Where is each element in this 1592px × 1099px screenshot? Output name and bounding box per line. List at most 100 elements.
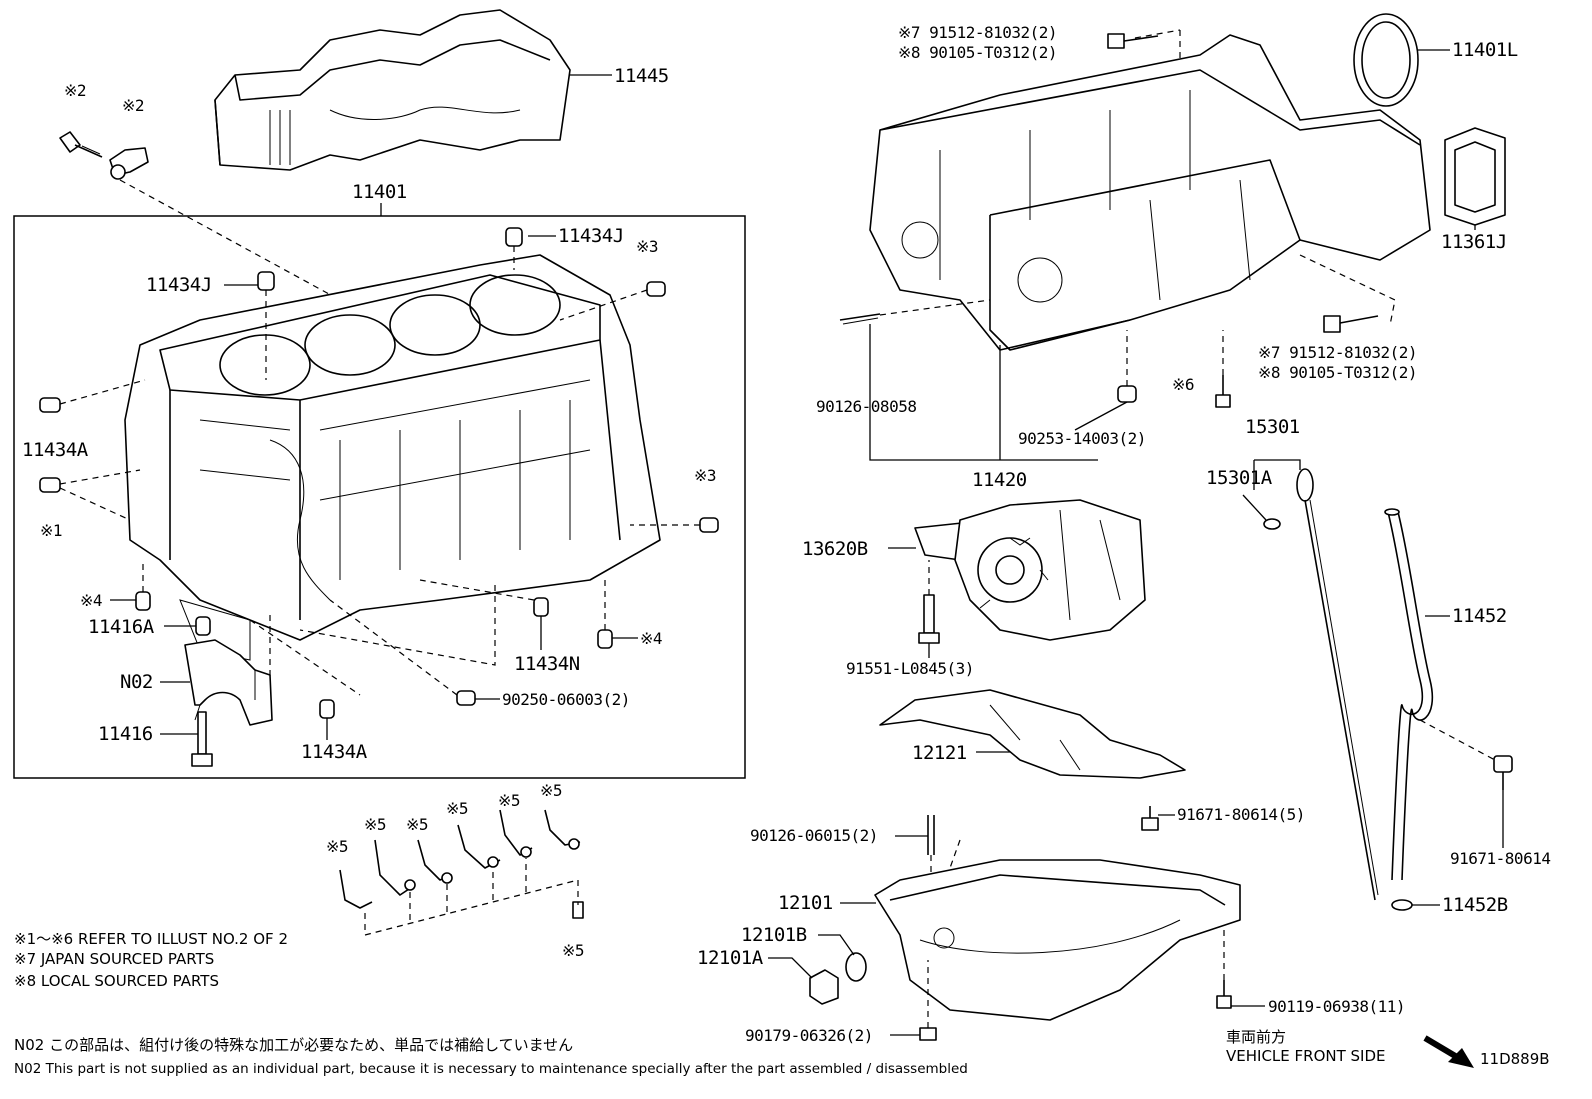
knock-pin-ref3-right — [699, 517, 719, 533]
cover-11361J — [1444, 127, 1506, 226]
knock-pin-11416A — [195, 616, 211, 636]
oil-pan-12101 — [874, 859, 1241, 1021]
note-japan-sourced: ※7 JAPAN SOURCED PARTS — [14, 950, 215, 968]
label-90253-14003: 90253-14003(2) — [1018, 429, 1146, 448]
drain-plug-12101A — [809, 969, 839, 1005]
o-ring-15301A — [1263, 518, 1281, 530]
bolt-91671-80614-5 — [1141, 806, 1159, 831]
label-bolt-top-91512: ※7 91512-81032(2) — [898, 23, 1058, 42]
label-12101B: 12101B — [741, 924, 807, 946]
label-90126-06015: 90126-06015(2) — [750, 826, 878, 845]
cylinder-block-frame — [13, 215, 746, 779]
ref-mark-1: ※1 — [40, 521, 63, 540]
knock-pin-ref3-top — [646, 281, 666, 297]
vehicle-front-arrow-icon — [1423, 1035, 1474, 1068]
label-11452: 11452 — [1452, 605, 1507, 627]
stud-90126-08058 — [839, 313, 881, 325]
stud-90126-06015 — [927, 815, 935, 855]
label-11452B: 11452B — [1442, 894, 1508, 916]
bolt-ref2 — [59, 131, 103, 158]
ref-mark-6: ※6 — [1172, 375, 1195, 394]
knock-pin-11434J-top — [505, 227, 523, 247]
diagram-id: 11D889B — [1480, 1050, 1550, 1068]
label-11420: 11420 — [972, 469, 1027, 491]
knock-pin-ref4-right — [597, 629, 613, 649]
label-11434J-top: 11434J — [558, 225, 624, 247]
bolt-91671-80614 — [1493, 755, 1513, 790]
knock-pin-11434A-bottom — [319, 699, 335, 719]
bolt-91512-right — [1323, 315, 1379, 333]
label-11401L: 11401L — [1452, 39, 1518, 61]
ref-mark-5e: ※5 — [498, 791, 521, 810]
label-12121: 12121 — [912, 742, 967, 764]
bolt-11416 — [191, 711, 213, 767]
knock-pin-ref4-left — [135, 591, 151, 611]
o-ring-11452B — [1391, 899, 1413, 911]
oil-pump-13620B — [914, 499, 1146, 641]
label-91551-L0845: 91551-L0845(3) — [846, 659, 974, 678]
knock-pin-11434N — [533, 597, 549, 617]
label-11416A: 11416A — [88, 616, 154, 638]
nut-90179-06326 — [919, 1027, 937, 1041]
label-11445: 11445 — [614, 65, 669, 87]
knock-pin-11434A-left — [39, 397, 61, 413]
ref-mark-2b: ※2 — [122, 96, 145, 115]
ref-mark-5a: ※5 — [326, 837, 349, 856]
label-90126-08058: 90126-08058 — [816, 397, 917, 416]
label-11434A-bottom: 11434A — [301, 741, 367, 763]
note-refer-illust: ※1～※6 REFER TO ILLUST NO.2 OF 2 — [14, 930, 288, 948]
label-11434N: 11434N — [514, 653, 580, 675]
label-bolt-top-90105: ※8 90105-T0312(2) — [898, 43, 1058, 62]
label-91671-80614: 91671-80614 — [1450, 849, 1551, 868]
ref-mark-3a: ※3 — [636, 237, 659, 256]
ref-mark-5c: ※5 — [406, 815, 429, 834]
baffle-plate-12121 — [879, 689, 1186, 779]
bolt-ref6 — [1215, 375, 1231, 408]
bolt-91512-top — [1107, 33, 1159, 49]
cylinder-block-11401 — [124, 254, 661, 661]
label-90250-06003: 90250-06003(2) — [502, 690, 630, 709]
bolt-91551-L0845 — [918, 594, 940, 644]
note-local-sourced: ※8 LOCAL SOURCED PARTS — [14, 972, 219, 990]
front-label-english: VEHICLE FRONT SIDE — [1226, 1047, 1386, 1065]
label-11416: 11416 — [98, 723, 153, 745]
ref-mark-5g: ※5 — [562, 941, 585, 960]
label-12101A: 12101A — [697, 947, 763, 969]
sensor-ref2 — [109, 147, 149, 180]
crankcase-11420 — [869, 34, 1431, 351]
front-label-japanese: 車両前方 — [1226, 1028, 1287, 1046]
ref-mark-5d: ※5 — [446, 799, 469, 818]
knock-pin-90250 — [456, 690, 476, 706]
label-90119-06938: 90119-06938(11) — [1268, 997, 1406, 1016]
insulator-part-11445 — [214, 9, 571, 171]
dipstick-guide-11452 — [1384, 508, 1434, 881]
ref-mark-2a: ※2 — [64, 81, 87, 100]
knock-pin-11434J-left — [257, 271, 275, 291]
label-15301: 15301 — [1245, 416, 1300, 438]
oil-jet-brackets-ref5 — [339, 809, 584, 919]
ref-mark-4b: ※4 — [640, 629, 663, 648]
label-N02: N02 — [120, 671, 153, 693]
label-bolt-right-91512: ※7 91512-81032(2) — [1258, 343, 1418, 362]
ref-mark-5f: ※5 — [540, 781, 563, 800]
label-11434A-left: 11434A — [22, 439, 88, 461]
note-n02-english: N02 This part is not supplied as an indi… — [14, 1061, 968, 1077]
knock-pin-ref1 — [39, 477, 61, 493]
dipstick-15301 — [1296, 468, 1379, 901]
bolt-90119-06938 — [1216, 980, 1232, 1009]
label-90179-06326: 90179-06326(2) — [745, 1026, 873, 1045]
gasket-12101B — [845, 952, 867, 982]
label-12101: 12101 — [778, 892, 833, 914]
oil-seal-11401L — [1353, 13, 1419, 107]
label-11361J: 11361J — [1441, 231, 1507, 253]
ref-mark-5b: ※5 — [364, 815, 387, 834]
label-15301A: 15301A — [1206, 467, 1272, 489]
ref-mark-3b: ※3 — [694, 466, 717, 485]
label-91671-80614-5: 91671-80614(5) — [1177, 805, 1305, 824]
ref-mark-4a: ※4 — [80, 591, 103, 610]
note-n02-japanese: N02 この部品は、組付け後の特殊な加工が必要なため、単品では補給していません — [14, 1036, 574, 1054]
label-11434J-left: 11434J — [146, 274, 212, 296]
label-11401: 11401 — [352, 181, 407, 203]
pin-90253 — [1117, 385, 1137, 403]
